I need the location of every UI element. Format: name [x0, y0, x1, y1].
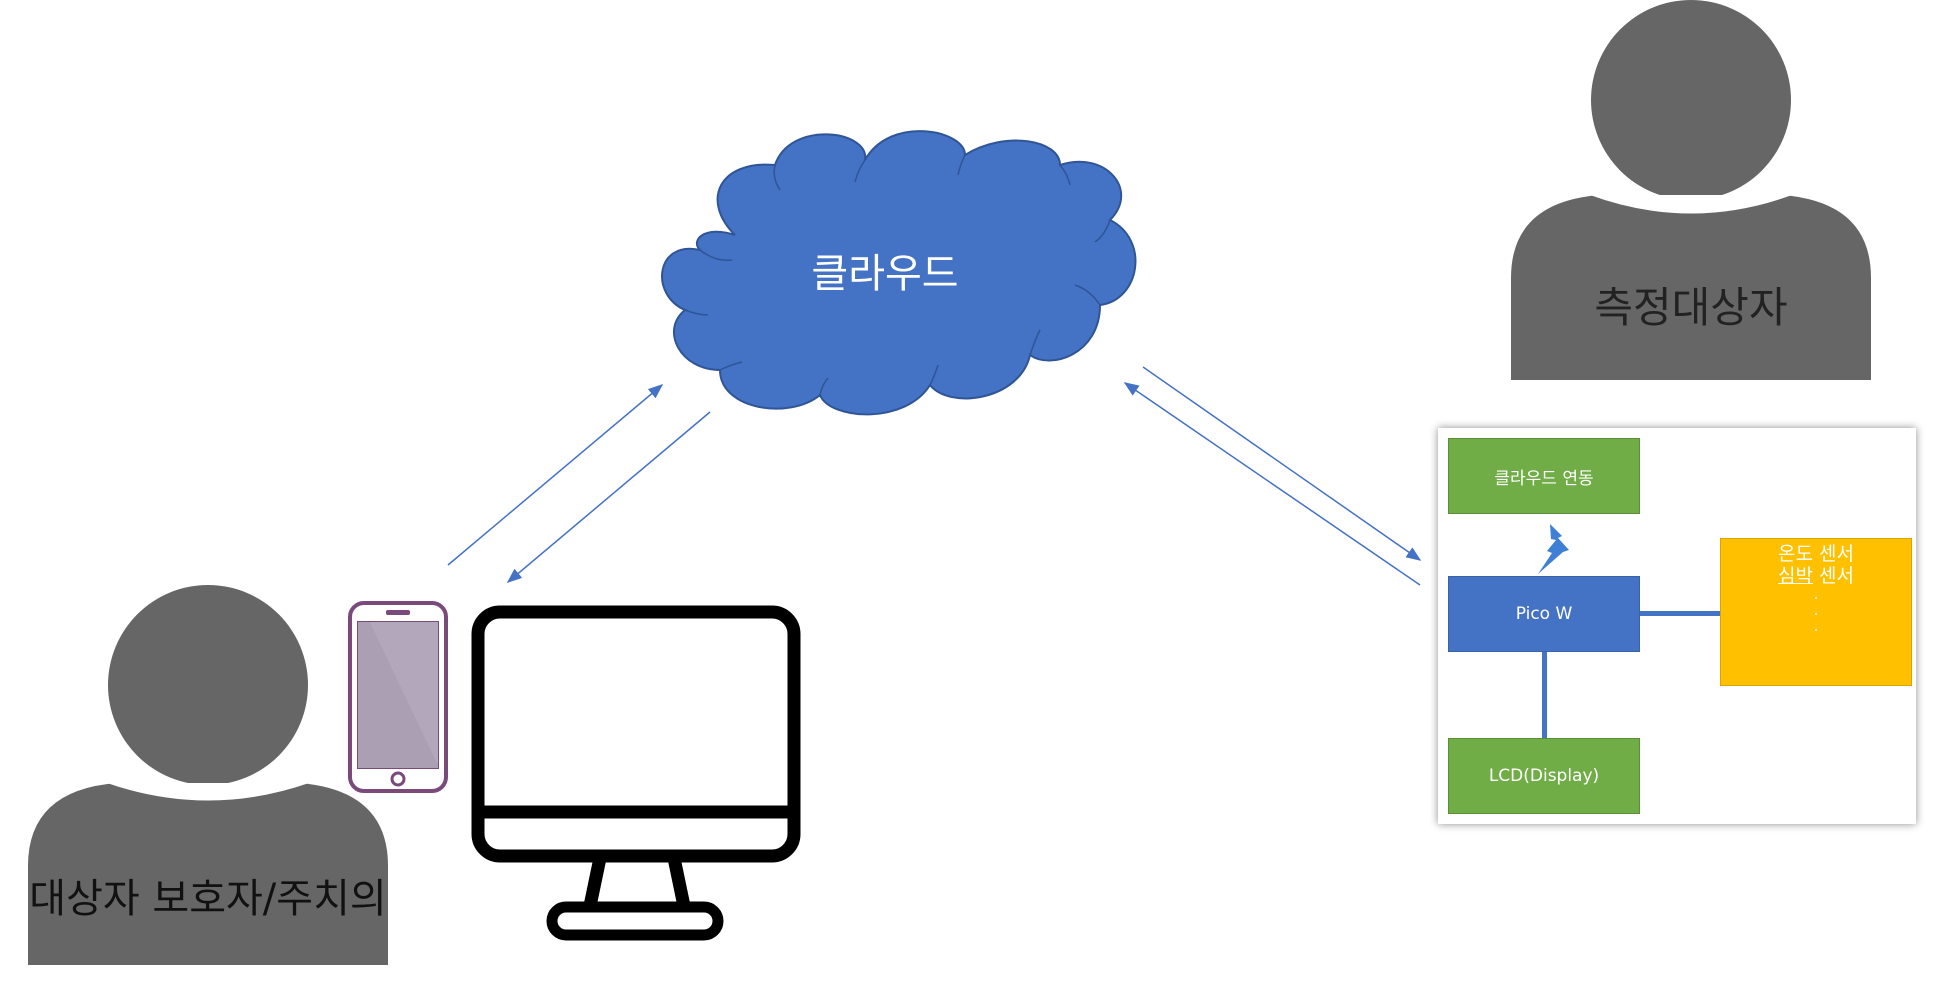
sensor-dot: .	[1813, 587, 1819, 603]
arrow-cloud-to-devices	[506, 411, 711, 583]
cloud-link-label: 클라우드 연동	[1494, 468, 1594, 489]
subject-person-icon	[1511, 0, 1871, 380]
cloud-link-box: 클라우드 연동	[1448, 438, 1640, 514]
sensor-heartrate-rest: 센서	[1812, 565, 1854, 587]
connector-pico-to-lcd	[1542, 652, 1547, 738]
device-panel: 클라우드 연동 Pico W 온도 센서 심박 센서 . . . LCD(Dis…	[1438, 428, 1916, 824]
arrow-cloud-to-panel	[1142, 366, 1422, 561]
lcd-box: LCD(Display)	[1448, 738, 1640, 814]
sensor-heartrate-line: 심박 센서	[1778, 565, 1854, 587]
pico-w-label: Pico W	[1515, 604, 1573, 624]
pico-w-box: Pico W	[1448, 576, 1640, 652]
connector-pico-to-sensors	[1640, 611, 1720, 616]
cloud-shape	[661, 130, 1137, 416]
arrow-devices-to-cloud	[447, 384, 664, 566]
lightning-bolt-icon	[1538, 524, 1569, 574]
guardian-person-icon	[28, 585, 388, 965]
smartphone-icon	[348, 601, 448, 793]
sensor-temperature-label: 온도 센서	[1778, 543, 1854, 565]
sensor-heartrate-underlined: 심박	[1778, 565, 1813, 587]
lcd-label: LCD(Display)	[1488, 766, 1600, 786]
sensor-dot: .	[1813, 619, 1819, 635]
sensors-box: 온도 센서 심박 센서 . . .	[1720, 538, 1912, 686]
subject-label: 측정대상자	[1594, 283, 1787, 332]
guardian-label: 대상자 보호자/주치의	[29, 876, 386, 922]
cloud-label: 클라우드	[811, 251, 958, 297]
sensor-dot: .	[1813, 603, 1819, 619]
monitor-icon	[471, 605, 801, 941]
arrow-panel-to-cloud	[1123, 382, 1421, 586]
